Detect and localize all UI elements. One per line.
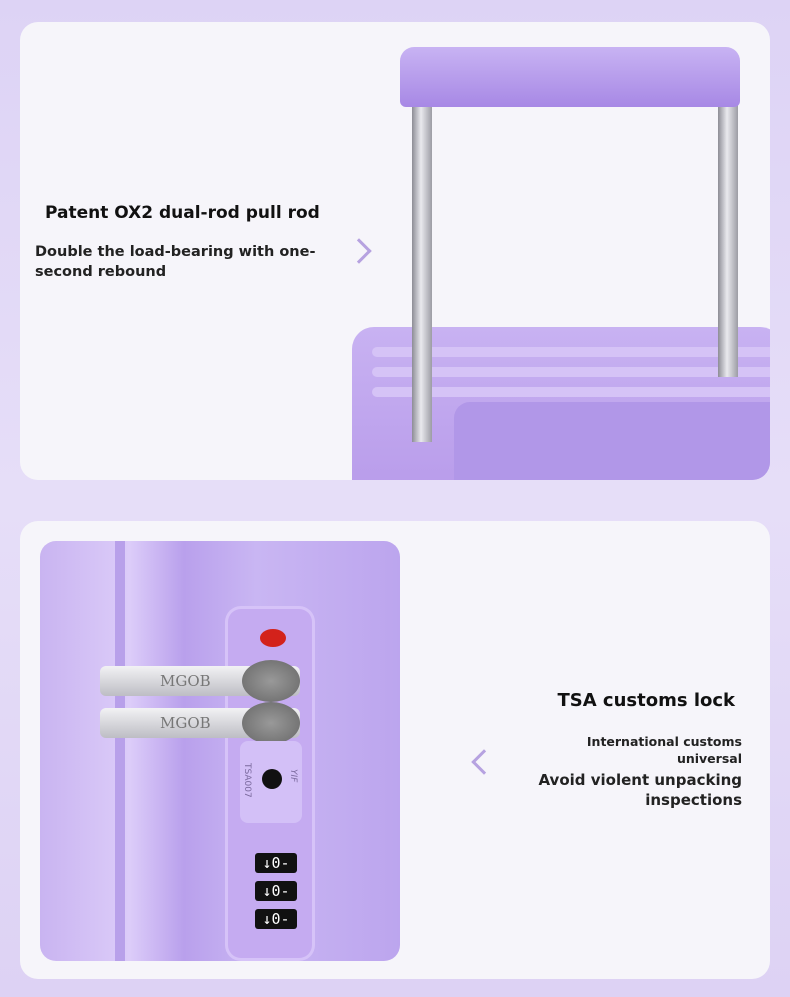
pull-rod-title: Patent OX2 dual-rod pull rod	[45, 203, 320, 223]
combination-dial[interactable]: ↓0-	[255, 881, 297, 901]
tsa-line1: International customs universal	[586, 734, 742, 766]
maker-label: YIF	[288, 769, 298, 783]
pull-rod-card: Patent OX2 dual-rod pull rod Double the …	[20, 22, 770, 480]
latch[interactable]: MGOB	[100, 660, 300, 702]
tsa-logo-icon	[260, 629, 286, 647]
latch[interactable]: MGOB	[100, 702, 300, 744]
tsa-lock-image: MGOB MGOB TSA007 YIF ↓0- ↓0- ↓0-	[40, 541, 400, 961]
model-label: TSA007	[242, 763, 252, 798]
tsa-lock-card: MGOB MGOB TSA007 YIF ↓0- ↓0- ↓0- TSA cus…	[20, 521, 770, 979]
combination-dial[interactable]: ↓0-	[255, 853, 297, 873]
tsa-line2: Avoid violent unpacking inspections	[538, 771, 742, 809]
brand-label: MGOB	[160, 714, 211, 732]
chevron-left-icon	[471, 749, 497, 775]
pull-rod-subtitle: Double the load-bearing with one-second …	[35, 244, 316, 280]
tsa-title: TSA customs lock	[557, 690, 735, 711]
chevron-right-icon	[346, 238, 372, 264]
brand-label: MGOB	[160, 672, 211, 690]
key-slot: TSA007 YIF	[240, 741, 302, 823]
combination-dial[interactable]: ↓0-	[255, 909, 297, 929]
